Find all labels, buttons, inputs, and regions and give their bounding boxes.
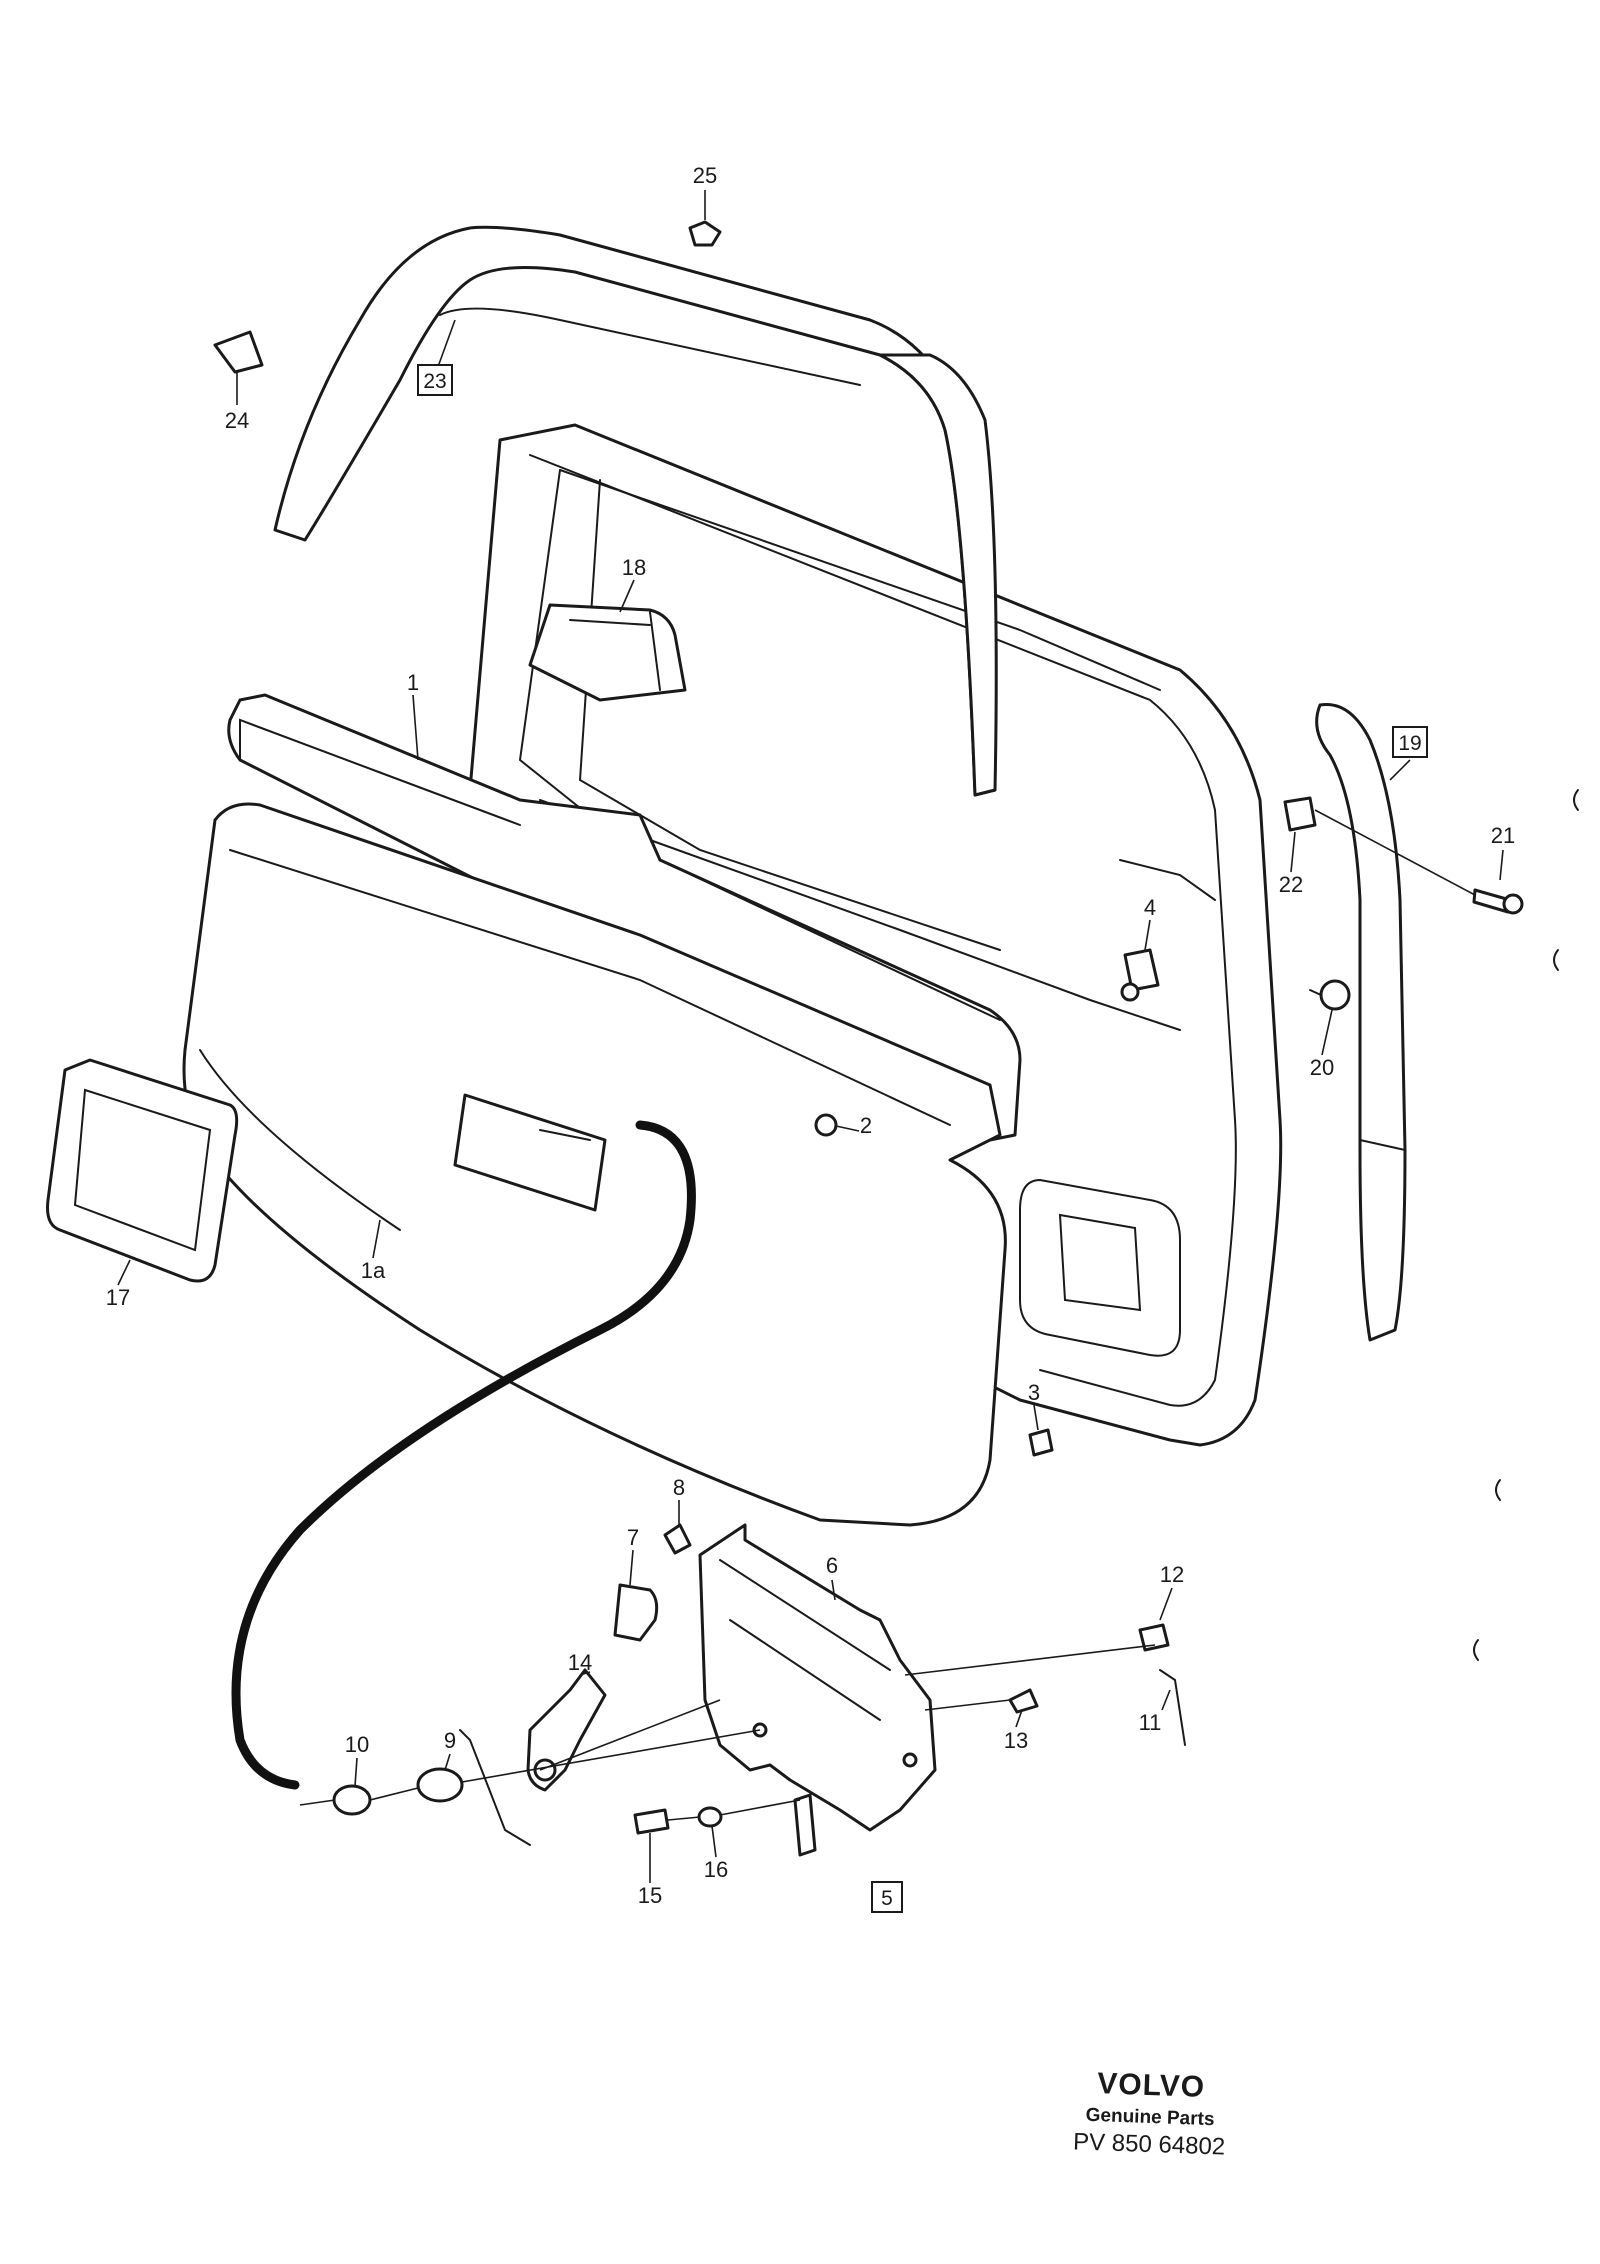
- callout-21: 21: [1491, 823, 1515, 848]
- callout-20: 20: [1310, 1055, 1334, 1080]
- clip-part-22: [1283, 796, 1317, 832]
- callout-16: 16: [704, 1857, 728, 1882]
- callout-14: 14: [568, 1650, 592, 1675]
- callout-23: 23: [423, 370, 446, 393]
- button-part-20: [1309, 979, 1351, 1011]
- callout-23-box: [417, 364, 453, 396]
- callout-5: 5: [881, 1887, 893, 1910]
- callout-4: 4: [1144, 895, 1156, 920]
- brand-subtitle: Genuine Parts: [1085, 2105, 1214, 2130]
- grip-part-7: [613, 1583, 659, 1642]
- callout-13: 13: [1004, 1728, 1028, 1753]
- callout-12: 12: [1160, 1562, 1184, 1587]
- callout-17: 17: [106, 1285, 130, 1310]
- callout-22: 22: [1279, 872, 1303, 897]
- callout-2: 2: [860, 1113, 872, 1138]
- callout-10: 10: [345, 1732, 369, 1757]
- clip-part-25: [688, 220, 722, 247]
- callouts: 25 24 23 18 1 19 21 22 4 20 2 17 1a 3 8 …: [106, 163, 1515, 1913]
- callout-11: 11: [1139, 1710, 1162, 1735]
- callout-24: 24: [225, 408, 249, 433]
- margin-marks: [1473, 789, 1579, 1661]
- bezel-part-17: [46, 1058, 239, 1283]
- diagram-code: PV 850 64802: [1073, 2128, 1226, 2160]
- screw-part-21: [1472, 888, 1524, 915]
- leader-lines: [117, 190, 1504, 1883]
- screw-part-13: [1008, 1688, 1039, 1714]
- brand-logo: VOLVO: [1097, 2067, 1206, 2104]
- callout-15: 15: [638, 1883, 662, 1908]
- plug-part-2: [814, 1113, 838, 1137]
- callout-9: 9: [444, 1728, 456, 1753]
- screw-part-8: [663, 1523, 692, 1555]
- screw-part-15: [633, 1808, 670, 1835]
- callout-3: 3: [1028, 1380, 1040, 1405]
- frame-moulding-part-23: [273, 225, 998, 797]
- handle-cover-part-18: [528, 603, 687, 702]
- callout-18: 18: [622, 555, 646, 580]
- callout-1: 1: [407, 670, 419, 695]
- washer-part-16: [697, 1806, 723, 1828]
- clip-part-3: [1028, 1428, 1054, 1457]
- callout-1a: 1a: [361, 1258, 386, 1283]
- trim-strip-part-19: [1315, 702, 1407, 1342]
- lever-part-14: [526, 1668, 607, 1792]
- release-cable: [231, 1120, 696, 1790]
- nut-part-12: [1138, 1623, 1170, 1652]
- callout-19-box: [1392, 726, 1428, 758]
- callout-8: 8: [673, 1475, 685, 1500]
- bushing-part-10: [332, 1784, 372, 1816]
- callout-7: 7: [627, 1525, 639, 1550]
- clip-part-4: [1120, 948, 1160, 1002]
- rod-part-11: [1159, 1669, 1186, 1746]
- callout-19: 19: [1398, 732, 1421, 755]
- callout-6: 6: [826, 1553, 838, 1578]
- callout-5-box: [871, 1881, 903, 1913]
- bracket-part-6: [698, 1523, 937, 1857]
- brand-block: VOLVO Genuine Parts PV 850 64802: [1073, 2067, 1226, 2160]
- spring-part-9: [416, 1729, 531, 1846]
- callout-25: 25: [693, 163, 717, 188]
- clip-part-24: [213, 330, 264, 374]
